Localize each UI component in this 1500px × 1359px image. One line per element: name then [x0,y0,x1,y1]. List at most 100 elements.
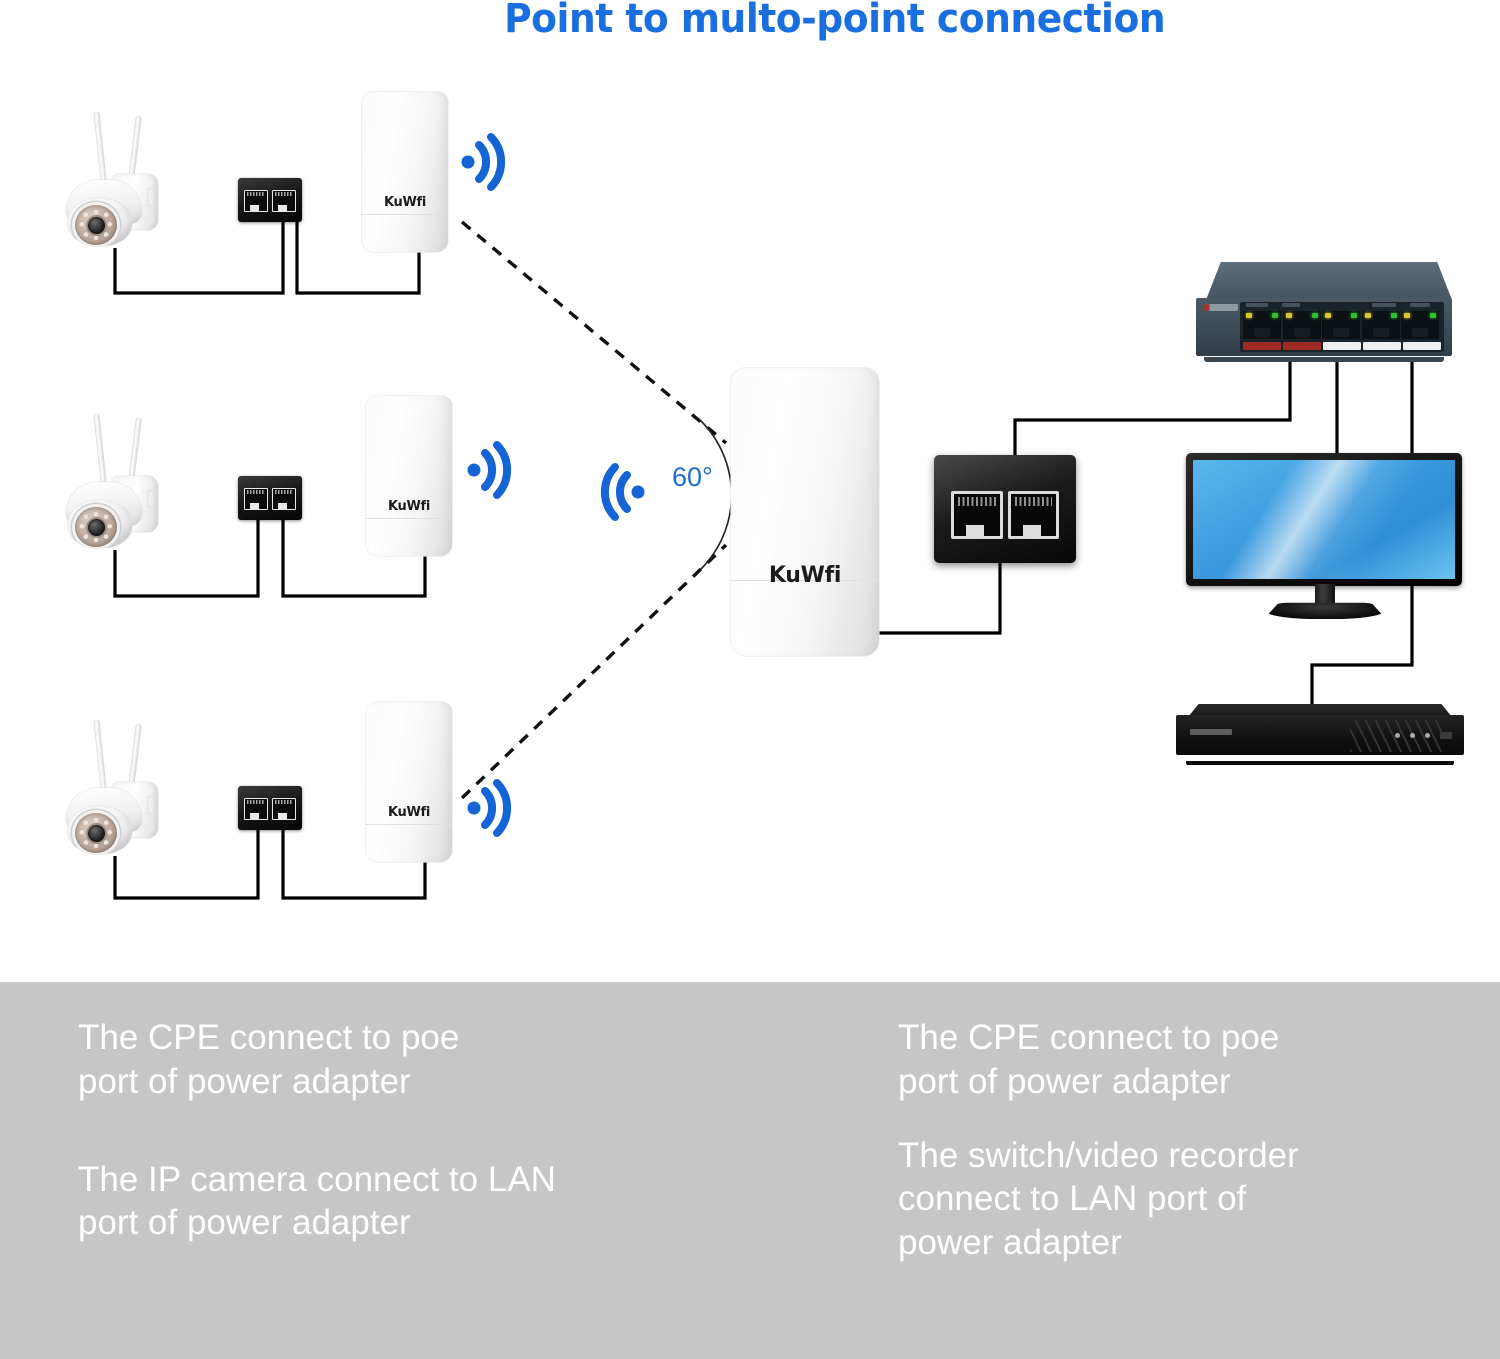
cpe-seam [366,824,452,825]
strip-segment-poe [1282,342,1322,350]
switch-port-labels [1244,303,1442,310]
cable-poe-to-cpe-middle [281,520,427,598]
strip-segment-lan [1362,342,1402,350]
cpe-central[interactable]: KuWfi [731,368,879,656]
cable-poe-to-cpe-top [295,222,421,295]
camera-ir-led-ring [75,507,117,547]
cable-camera-to-poe-bottom [113,830,260,900]
poe-injector-bottom[interactable] [238,786,302,830]
poe-ports-top [244,190,296,212]
recorder-led-icon [1395,733,1400,738]
cable-poe-to-switch [1013,360,1292,455]
cpe-top[interactable]: KuWfi [362,92,448,252]
ptz-camera-bottom[interactable] [60,719,180,855]
switch-port-strip [1243,342,1442,350]
recorder-usb-port-icon[interactable] [1440,732,1452,739]
port-led-yellow-icon [1325,313,1331,318]
camera-head [68,806,132,854]
switch-base [1204,357,1444,362]
poe-ports-bottom [244,798,296,820]
cpe-seam [362,214,448,215]
port-led-yellow-icon [1246,313,1252,318]
switch-brand-logo [1204,304,1238,311]
poe-injector-middle[interactable] [238,476,302,520]
switch-port[interactable] [1282,311,1321,339]
port-led-green-icon [1272,313,1278,318]
camera-head [68,500,132,548]
video-recorder[interactable] [1176,704,1464,765]
port-led-green-icon [1311,313,1318,318]
camera-antenna-icon [93,413,108,493]
wifi-signal-head-end [592,462,648,522]
monitor[interactable] [1186,453,1462,619]
cable-camera-to-poe-middle [113,520,260,598]
wireless-link-top [460,220,728,445]
cable-poe-to-cpe-bottom [281,830,427,900]
port-led-green-icon [1351,313,1357,318]
camera-ir-led-ring [75,205,117,245]
recorder-brand-logo [1190,729,1232,735]
caption-panel: The CPE connect to poe port of power ada… [0,982,1500,1359]
rj45-port-lan-icon[interactable] [272,488,296,510]
caption-right-1: The CPE connect to poe port of power ada… [898,1018,1280,1101]
switch-front-panel [1196,298,1452,356]
ptz-camera-top[interactable] [60,111,180,247]
wifi-signal-middle [464,440,520,500]
network-switch[interactable] [1196,262,1452,362]
camera-antenna-icon [93,719,108,799]
rj45-port-poe-icon[interactable] [244,488,268,510]
port-led-green-icon [1390,313,1397,318]
rj45-port-lan-icon[interactable] [272,190,296,212]
port-led-green-icon [1430,313,1436,318]
switch-ports [1243,311,1439,339]
monitor-screen [1193,460,1455,579]
cpe-brand-label: KuWfi [383,195,427,210]
rj45-port-lan-icon[interactable] [272,798,296,820]
page-title-text: Point to multo-point connection [504,0,1166,42]
monitor-stand-base [1264,602,1386,619]
rj45-port-poe-icon[interactable] [244,190,268,212]
recorder-status-leds [1395,733,1430,738]
switch-port[interactable] [1401,311,1439,339]
caption-left-1: The CPE connect to poe port of power ada… [78,1018,460,1101]
switch-port[interactable] [1361,311,1400,339]
cable-camera-to-poe-top [113,222,285,295]
caption-column-right: The CPE connect to poe port of power ada… [898,1016,1438,1265]
camera-lens-icon [88,217,105,234]
poe-injector-head-end[interactable] [934,455,1076,563]
network-diagram: KuWfi [60,92,1464,900]
beam-angle-label: 60° [672,462,713,492]
wifi-signal-top [458,132,514,192]
poe-injector-top[interactable] [238,178,302,222]
switch-port[interactable] [1243,311,1281,339]
switch-port-area [1240,302,1444,352]
cpe-middle[interactable]: KuWfi [366,396,452,556]
cpe-seam [731,580,879,581]
wireless-link-bottom [460,543,728,800]
rj45-port-poe-icon[interactable] [244,798,268,820]
wifi-signal-bottom [464,778,520,838]
ptz-camera-middle[interactable] [60,413,180,549]
poe-ports-head-end [951,491,1059,539]
recorder-front-panel [1176,715,1464,755]
camera-head [68,198,132,246]
caption-left-2: The IP camera connect to LAN port of pow… [78,1159,556,1243]
cpe-brand-label: KuWfi [387,499,431,514]
port-led-yellow-icon [1364,313,1371,318]
strip-segment-poe [1243,342,1282,350]
recorder-top-shell [1188,704,1452,717]
cpe-seam [366,518,452,519]
switch-top-shell [1206,262,1452,300]
switch-port[interactable] [1322,311,1360,339]
caption-right-2: The switch/video recorder connect to LAN… [898,1135,1299,1263]
rj45-port-lan-icon[interactable] [1007,491,1059,539]
strip-segment-lan [1402,342,1442,350]
camera-lens-icon [88,519,105,536]
poe-ports-middle [244,488,296,510]
strip-segment-lan [1322,342,1362,350]
camera-lens-icon [88,825,105,842]
caption-column-left: The CPE connect to poe port of power ada… [78,1016,698,1245]
cpe-bottom[interactable]: KuWfi [366,702,452,862]
camera-ir-led-ring [75,813,117,853]
rj45-port-poe-icon[interactable] [951,491,1003,539]
